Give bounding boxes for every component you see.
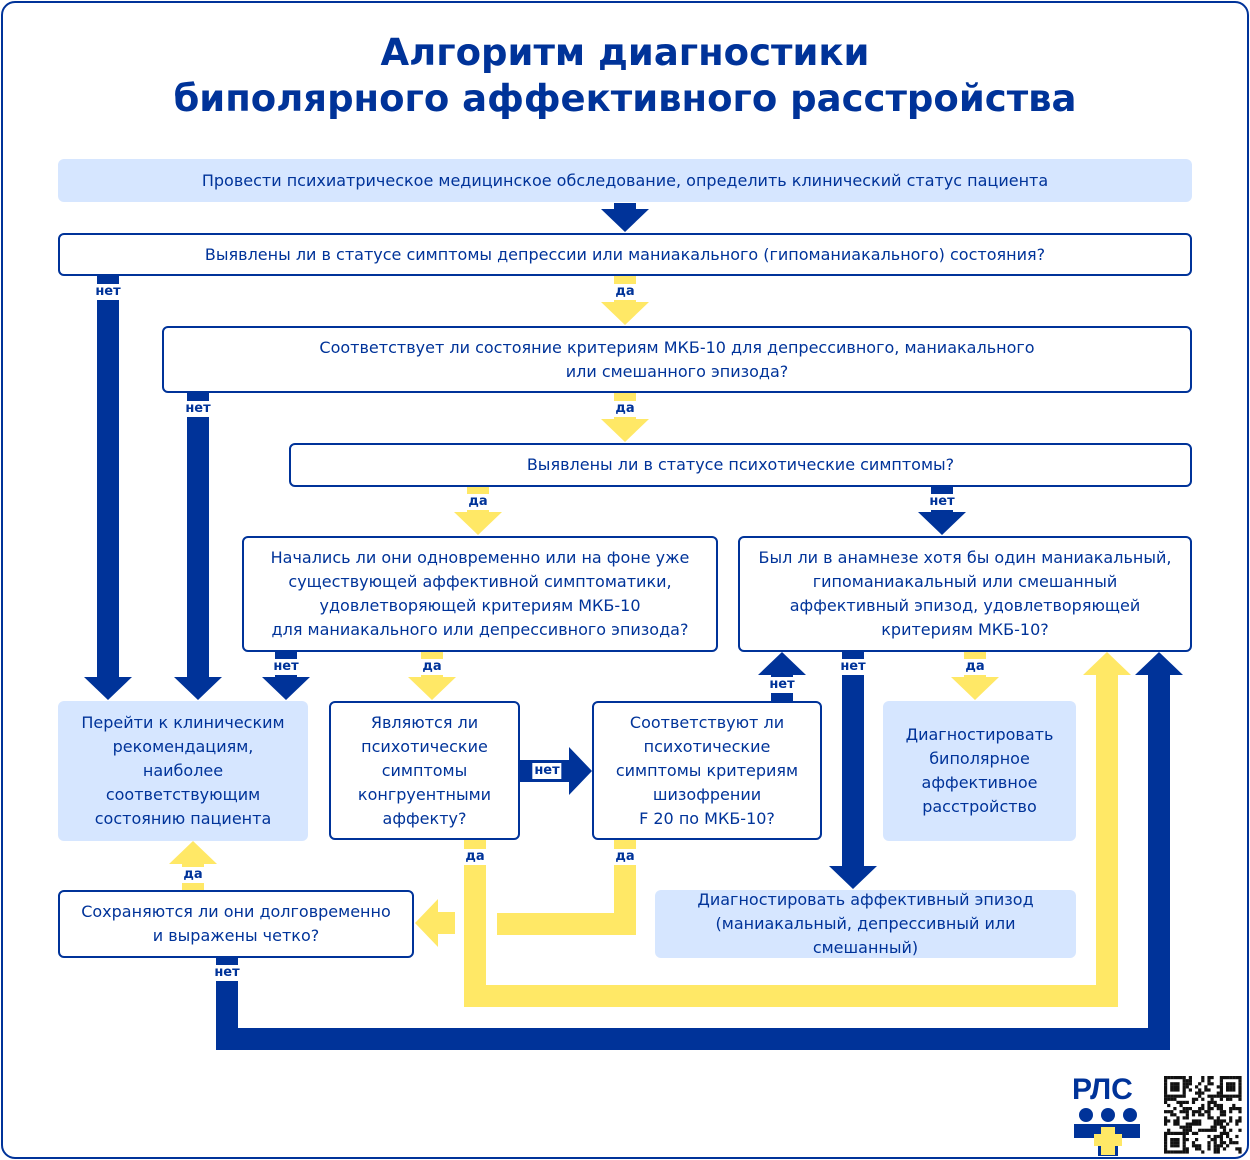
arrow-no-icon [174, 393, 222, 700]
label-no: нет [927, 494, 957, 510]
question-symptoms: Выявлены ли в статусе симптомы депрессии… [58, 233, 1192, 276]
label-no: нет [838, 659, 868, 675]
label-yes: да [420, 659, 444, 675]
arrow-no-icon [1135, 652, 1183, 1050]
arrow-yes-icon [601, 276, 649, 325]
question-onset: Начались ли они одновременно или на фоне… [242, 536, 718, 652]
exam-step: Провести психиатрическое медицинское обс… [58, 159, 1192, 202]
arrow-down-icon [601, 203, 649, 232]
arrow-no-icon [918, 487, 966, 535]
label-yes: да [613, 401, 637, 417]
label-no: нет [183, 401, 213, 417]
label-yes: да [613, 849, 637, 865]
arrow-yes-icon [951, 652, 999, 700]
arrow-no-icon [84, 276, 132, 700]
label-yes: да [963, 659, 987, 675]
label-no: нет [93, 284, 123, 300]
rls-people-icon [1074, 1108, 1140, 1156]
path-yes-line [464, 840, 486, 1007]
arrow-yes-icon [1083, 652, 1131, 1007]
label-yes: да [463, 849, 487, 865]
question-schizophrenia: Соответствуют ли психотические симптомы … [592, 701, 822, 840]
guidelines-step: Перейти к клиническим рекомендациям, наи… [58, 701, 308, 841]
path-no-line [216, 958, 238, 1050]
arrow-no-icon [758, 652, 806, 701]
arrow-yes-icon [601, 393, 649, 442]
diagnosis-bipolar: Диагностировать биполярное аффективное р… [883, 701, 1076, 841]
label-yes: да [181, 867, 205, 883]
path-yes-line [464, 985, 1118, 1007]
label-yes: да [466, 494, 490, 510]
question-psychotic: Выявлены ли в статусе психотические симп… [289, 443, 1192, 487]
arrow-no-icon [262, 652, 310, 700]
label-no: нет [212, 965, 242, 981]
page-title: Алгоритм диагностики биполярного аффекти… [173, 31, 1077, 120]
path-yes-line [497, 913, 636, 935]
question-icd-criteria: Соответствует ли состояние критериям МКБ… [162, 326, 1192, 393]
arrow-no-icon [829, 652, 877, 889]
question-history: Был ли в анамнезе хотя бы один маниакаль… [738, 536, 1192, 652]
diagnosis-episode: Диагностировать аффективный эпизод (мани… [655, 890, 1076, 958]
path-no-line [216, 1028, 1170, 1050]
arrow-yes-icon [415, 899, 455, 947]
question-congruent: Являются ли психотические симптомы конгр… [329, 701, 520, 840]
label-no: нет [271, 659, 301, 675]
qr-code-icon [1164, 1076, 1242, 1154]
label-yes: да [613, 284, 637, 300]
arrow-yes-icon [169, 841, 217, 890]
arrow-yes-icon [454, 487, 502, 535]
arrow-yes-icon [408, 652, 456, 700]
rls-logo: РЛС [1072, 1074, 1152, 1160]
label-no: нет [532, 763, 562, 779]
label-no: нет [767, 677, 797, 693]
question-persist: Сохраняются ли они долговременно и выраж… [58, 890, 414, 958]
